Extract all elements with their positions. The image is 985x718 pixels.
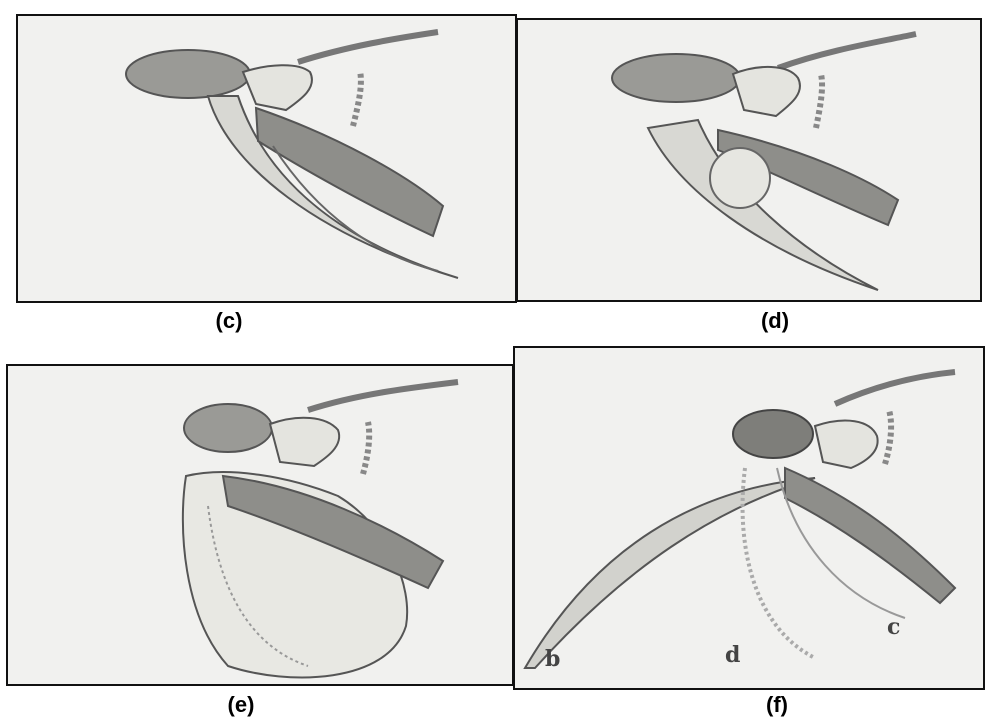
joint-cap [815, 421, 878, 468]
lower-blade [208, 96, 458, 278]
bone-head [126, 50, 250, 98]
caption-d: (d) [735, 308, 815, 334]
joint-cap [733, 67, 800, 116]
inner-sac [710, 148, 770, 208]
panel-c [16, 14, 517, 303]
panel-e-drawing [8, 366, 514, 686]
muscle-belly [785, 468, 955, 603]
letter-c: c [887, 614, 900, 640]
panel-f-drawing: b d c [515, 348, 985, 690]
joint-cap [270, 418, 339, 466]
tendon-line [308, 382, 458, 410]
panel-d [516, 18, 982, 302]
panel-e [6, 364, 514, 686]
muscle-belly [256, 108, 443, 236]
tendon-line [835, 372, 955, 404]
panel-c-drawing [18, 16, 517, 303]
bone-head [184, 404, 272, 452]
letter-d: d [725, 642, 740, 668]
bone-head [612, 54, 740, 102]
joint-cap [243, 65, 312, 110]
panel-f: b d c [513, 346, 985, 690]
dashed-ligament [363, 422, 369, 474]
caption-f: (f) [737, 692, 817, 718]
bone-head [733, 410, 813, 458]
letter-b: b [545, 646, 560, 672]
tendon-line [778, 34, 916, 68]
caption-c: (c) [189, 308, 269, 334]
panel-d-drawing [518, 20, 982, 302]
dashed-ligament [816, 74, 822, 128]
extended-blade [525, 478, 815, 668]
tendon-line [298, 32, 438, 62]
caption-e: (e) [201, 692, 281, 718]
dashed-ligament [885, 410, 891, 464]
dashed-ligament [353, 71, 361, 126]
